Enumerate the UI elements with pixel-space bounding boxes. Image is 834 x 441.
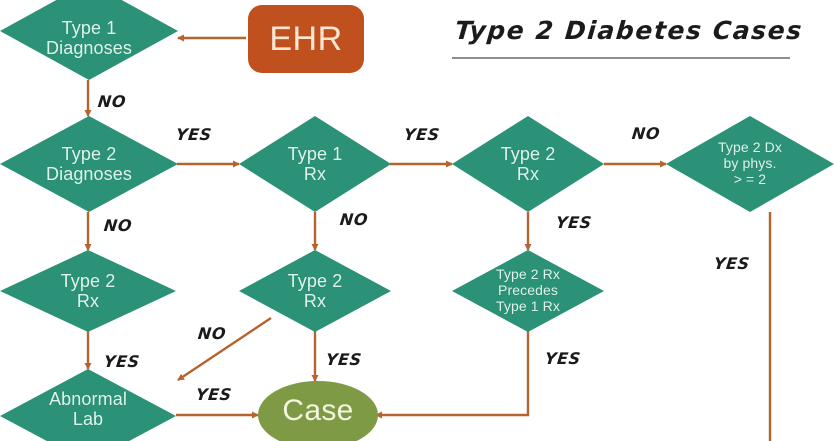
edge-precedes-to-case — [375, 330, 530, 419]
node-ehr-label: EHR — [269, 19, 343, 58]
edge-label-no-type1dx: NO — [97, 92, 128, 111]
edge-label-no-type2dx: NO — [103, 216, 134, 235]
node-type2-diagnoses-label: Type 2 Diagnoses — [46, 143, 132, 184]
node-type2-rx-mid-label: Type 2 Rx — [287, 270, 343, 311]
edge-label-no-type2rx-right: NO — [631, 124, 662, 143]
edge-label-yes-type1rx: YES — [403, 125, 441, 144]
node-type2-rx-left-label: Type 2 Rx — [60, 270, 116, 311]
edge-label-yes-type2dx: YES — [175, 125, 213, 144]
diagram-title: Type 2 Diabetes Cases — [453, 16, 805, 45]
edge-label-yes-abnormal-lab: YES — [195, 385, 233, 404]
node-case[interactable]: Case — [258, 381, 378, 441]
edge-label-no-type2rx-mid: NO — [197, 324, 228, 343]
edge-label-yes-type2dxphys: YES — [713, 254, 751, 273]
node-type1-rx-label: Type 1 Rx — [287, 143, 343, 184]
node-type2-rx-right-label: Type 2 Rx — [500, 143, 556, 184]
node-abnormal-lab-label: Abnormal Lab — [49, 388, 127, 429]
node-type2-dx-by-phys-label: Type 2 Dx by phys. > = 2 — [718, 139, 782, 187]
edge-type2rx-mid-no-diagonal — [177, 317, 272, 381]
title-underline — [452, 57, 790, 59]
node-type1-diagnoses-label: Type 1 Diagnoses — [46, 17, 132, 58]
edge-label-yes-type2rx-mid: YES — [325, 350, 363, 369]
node-type2-rx-precedes-type1-rx-label: Type 2 Rx Precedes Type 1 Rx — [496, 266, 560, 314]
edge-label-yes-type2rx-right: YES — [555, 213, 593, 232]
node-ehr[interactable]: EHR — [248, 5, 364, 73]
edge-label-no-type1rx: NO — [339, 210, 370, 229]
node-case-label: Case — [282, 394, 354, 427]
edge-label-yes-type2rx-left: YES — [103, 352, 141, 371]
edge-label-yes-precedes: YES — [544, 349, 582, 368]
